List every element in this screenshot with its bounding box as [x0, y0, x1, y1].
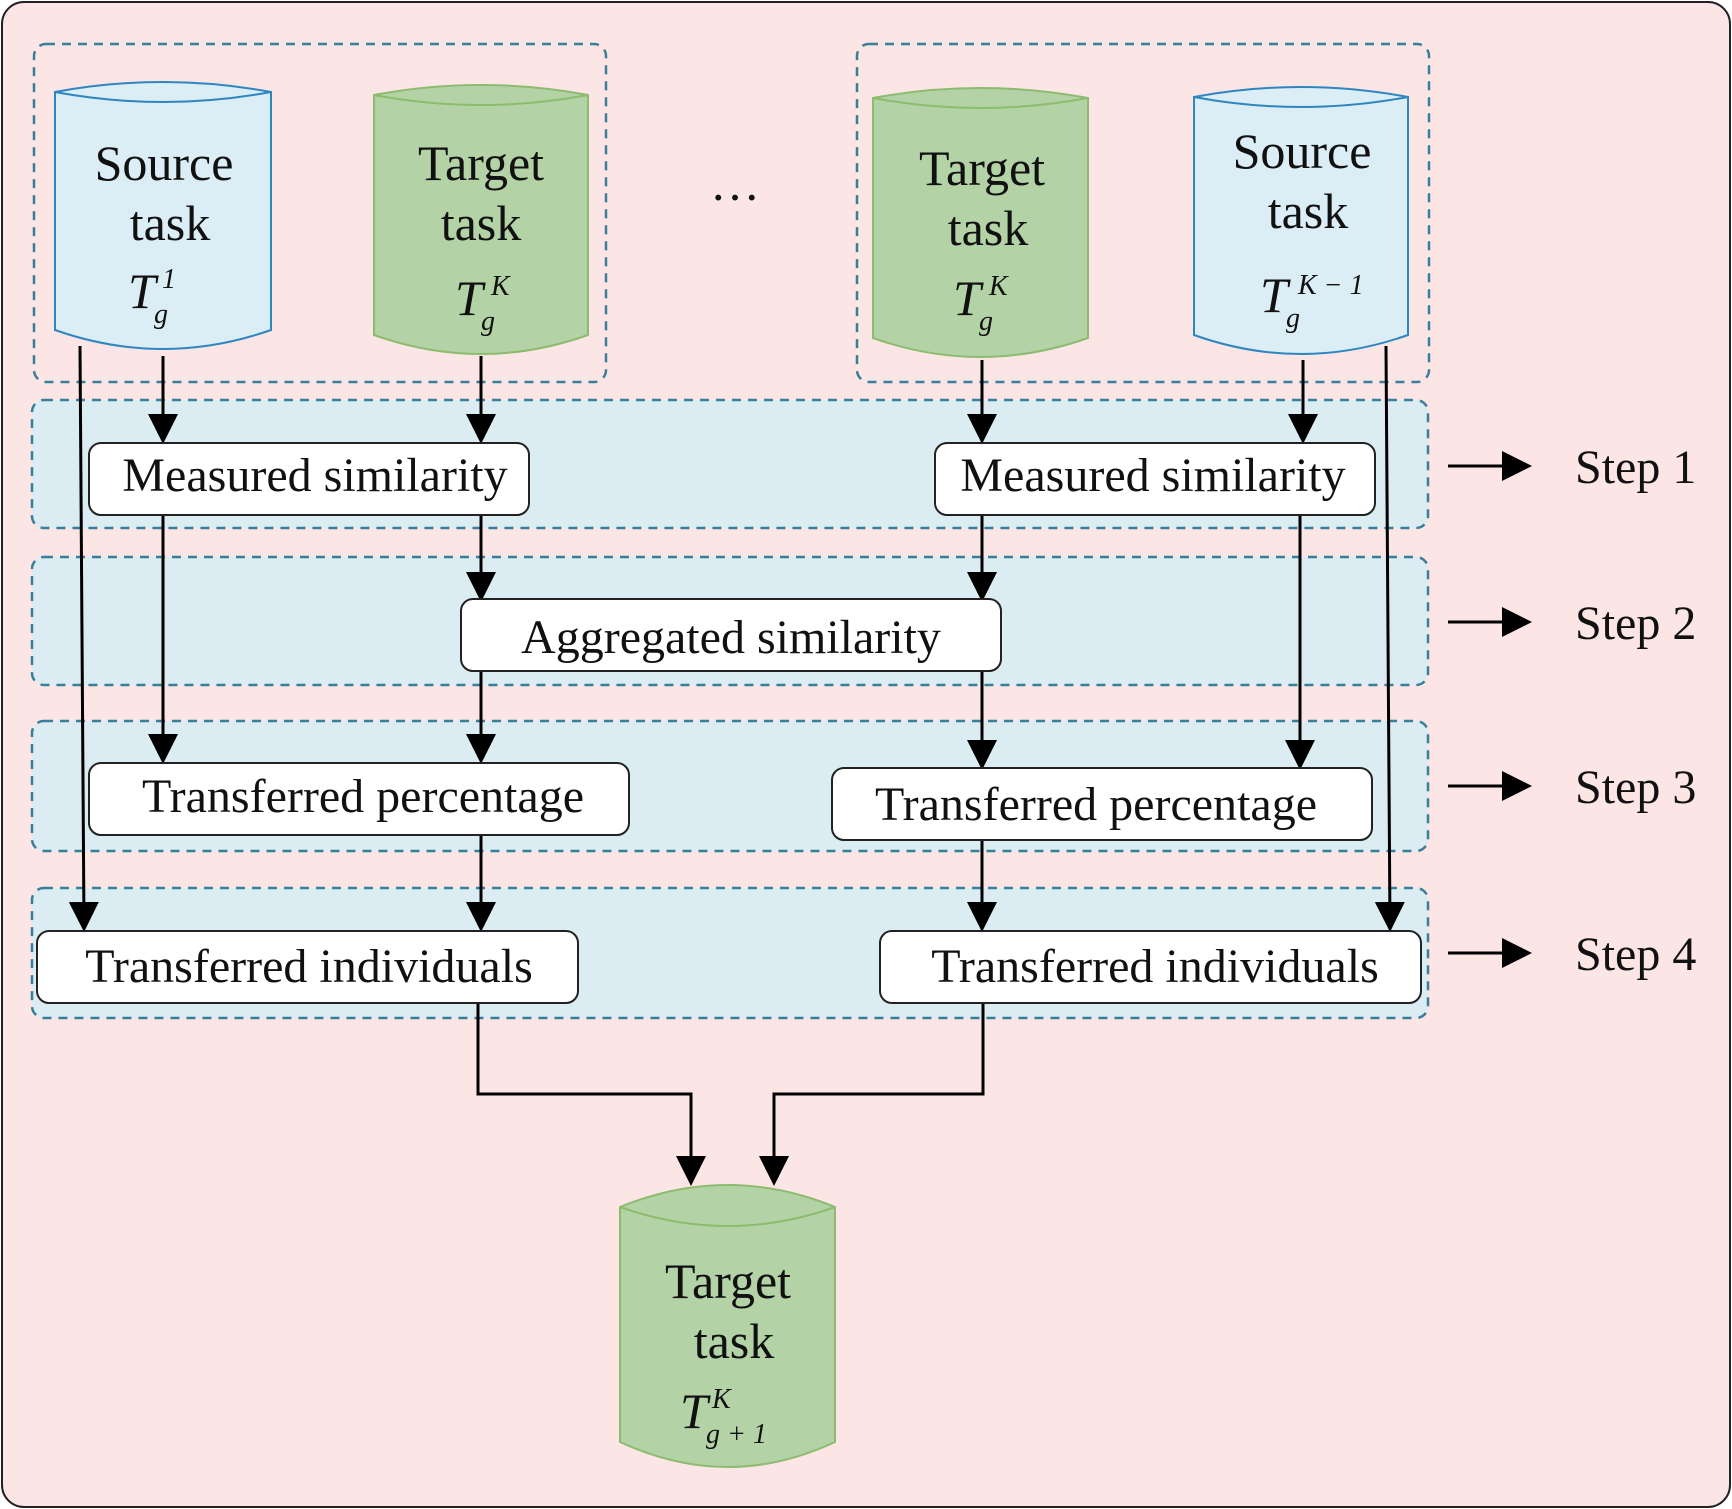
symbol-sup: K − 1 [1297, 270, 1364, 301]
cylinder-line: task [948, 200, 1029, 256]
symbol-main: T [680, 1383, 711, 1439]
symbol-main: T [953, 270, 984, 326]
symbol-sup: K [711, 1384, 732, 1415]
box-transferred-percentage-right: Transferred percentage [831, 767, 1373, 841]
cylinder-target-task-g-plus-1: Target task T g + 1 K [619, 1184, 836, 1468]
box-label: Transferred individuals [85, 940, 533, 993]
cylinder-line: Source [95, 135, 234, 191]
left-task-group [32, 42, 608, 384]
symbol-sup: K [988, 271, 1009, 302]
arrow [68, 345, 99, 932]
cylinder-target-task-K-left: Target task T g K [373, 84, 589, 355]
step-label: Step 1 [1575, 441, 1696, 494]
symbol-main: T [128, 263, 159, 319]
box-aggregated-similarity: Aggregated similarity [460, 598, 1002, 672]
symbol-sub: g [154, 299, 168, 330]
box-transferred-individuals-right: Transferred individuals [879, 930, 1422, 1004]
connectors [68, 345, 1532, 1186]
symbol-sup: K [490, 271, 511, 302]
step-label: Step 3 [1575, 761, 1696, 814]
box-label: Transferred percentage [142, 770, 584, 823]
arrow [476, 1004, 706, 1186]
box-measured-similarity-left: Measured similarity [88, 442, 530, 516]
cylinder-line: task [441, 195, 522, 251]
symbol-sub: g [1286, 303, 1300, 334]
box-transferred-percentage-left: Transferred percentage [88, 762, 630, 836]
cylinder-source-task-K-1: Source task T g K − 1 [1193, 86, 1409, 355]
cylinder-line: Source [1233, 123, 1372, 179]
symbol-sub: g [979, 306, 993, 337]
box-label: Measured similarity [960, 449, 1345, 502]
cylinder-line: task [1268, 183, 1349, 239]
symbol-main: T [1260, 267, 1291, 323]
right-task-group [855, 42, 1431, 384]
symbol-sub: g + 1 [706, 1419, 767, 1450]
cylinder-line: Target [418, 135, 544, 191]
cylinder-line: task [130, 195, 211, 251]
symbol-main: T [455, 270, 486, 326]
step-label: Step 2 [1575, 597, 1696, 650]
cylinder-target-task-K-right: Target task T g K [872, 87, 1089, 358]
box-measured-similarity-right: Measured similarity [934, 442, 1376, 516]
step-label: Step 4 [1575, 928, 1696, 981]
box-label: Transferred percentage [875, 778, 1317, 831]
cylinder-line: task [694, 1313, 775, 1369]
arrow [1374, 345, 1405, 932]
box-label: Transferred individuals [931, 940, 1379, 993]
box-label: Measured similarity [122, 449, 507, 502]
ellipsis: … [710, 155, 760, 211]
cylinder-line: Target [665, 1253, 791, 1309]
symbol-sub: g [481, 306, 495, 337]
cylinder-line: Target [919, 140, 1045, 196]
box-transferred-individuals-left: Transferred individuals [36, 930, 579, 1004]
arrow [759, 1004, 985, 1186]
box-label: Aggregated similarity [521, 611, 941, 664]
symbol-sup: 1 [162, 264, 176, 295]
cylinder-source-task-1: Source task T g 1 [54, 81, 272, 350]
